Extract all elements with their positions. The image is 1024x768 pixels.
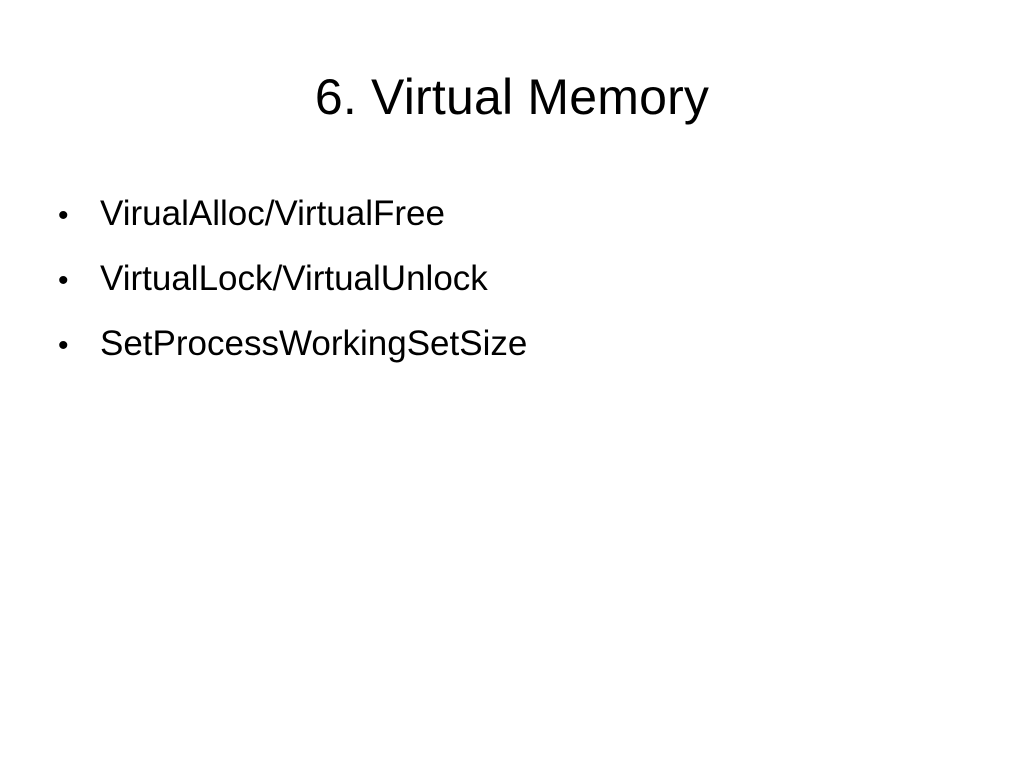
- bullet-list: • VirualAlloc/VirtualFree • VirtualLock/…: [58, 186, 527, 381]
- bullet-item: • SetProcessWorkingSetSize: [58, 316, 527, 381]
- slide-title: 6. Virtual Memory: [314, 69, 710, 125]
- bullet-item: • VirualAlloc/VirtualFree: [58, 186, 527, 251]
- bullet-icon: •: [58, 264, 69, 297]
- bullet-text: SetProcessWorkingSetSize: [100, 324, 528, 363]
- bullet-icon: •: [58, 199, 69, 232]
- bullet-text: VirtualLock/VirtualUnlock: [100, 259, 488, 298]
- bullet-item: • VirtualLock/VirtualUnlock: [58, 251, 527, 316]
- bullet-icon: •: [58, 329, 69, 362]
- bullet-text: VirualAlloc/VirtualFree: [100, 194, 445, 233]
